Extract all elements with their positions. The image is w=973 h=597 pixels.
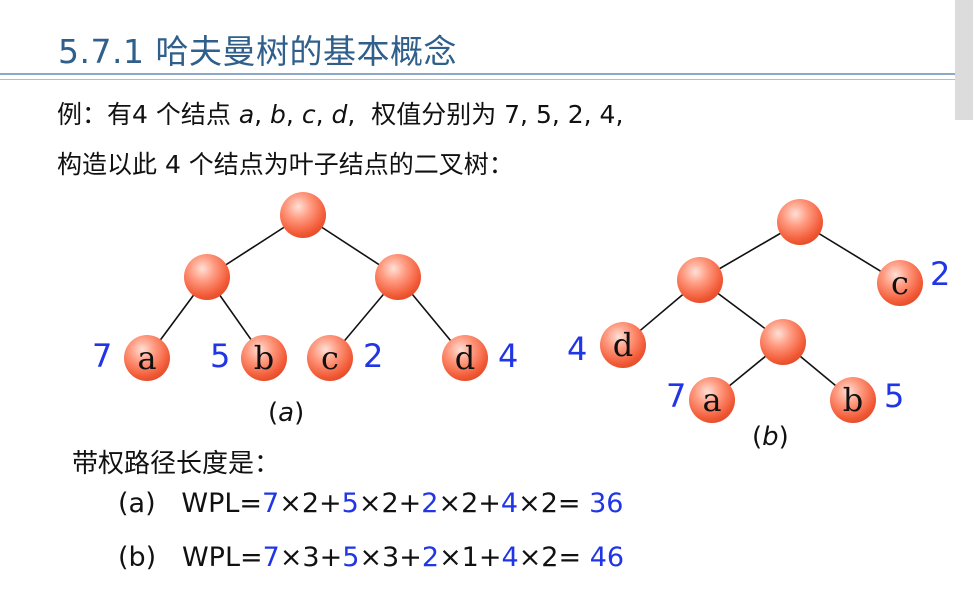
slide-title: 5.7.1 哈夫曼树的基本概念 <box>58 32 457 71</box>
internal-node <box>677 257 723 303</box>
leaf-node-c: c <box>877 260 923 306</box>
tree-a-caption: (a) <box>268 398 305 428</box>
internal-node <box>184 254 230 300</box>
leaf-node-d: d <box>600 322 646 368</box>
weight-label: 2 <box>363 337 384 375</box>
leaf-node-c: c <box>307 335 353 381</box>
wpl-heading: 带权路径长度是： <box>72 449 281 479</box>
leaf-node-b: b <box>241 335 287 381</box>
root-node <box>280 192 326 238</box>
formula-label: (b) <box>118 542 157 573</box>
leaf-node-d: d <box>442 335 488 381</box>
weight-label: 7 <box>666 377 687 415</box>
leaf-node-a: a <box>124 335 170 381</box>
intro-prefix: 例：有4 个结点 <box>57 100 239 129</box>
separator: , <box>315 100 332 129</box>
intro-suffix: , 权值分别为 7, 5, 2, 4, <box>347 100 624 129</box>
intro-line-1: 例：有4 个结点 a, b, c, d, 权值分别为 7, 5, 2, 4, <box>57 95 623 131</box>
internal-node <box>760 319 806 365</box>
formula-label: (a) <box>118 488 156 519</box>
weight-label: 4 <box>567 330 588 368</box>
weight-label: 2 <box>930 255 951 293</box>
weight-label: 4 <box>498 337 519 375</box>
weight-label: 5 <box>884 377 905 415</box>
weight-label: 7 <box>92 337 113 375</box>
title-underline-thin <box>0 79 955 80</box>
tree-b-caption: (b) <box>752 422 789 452</box>
wpl-formula-b: (b) WPL=7×3+5×3+2×1+4×2= 46 <box>118 542 625 573</box>
intro-line-2: 构造以此 4 个结点为叶子结点的二叉树： <box>57 150 514 179</box>
title-underline <box>0 73 955 75</box>
node-name-d: d <box>331 100 348 129</box>
node-name-b: b <box>270 100 286 129</box>
node-name-a: a <box>238 100 255 129</box>
wpl-formula-a: (a) WPL=7×2+5×2+2×2+4×2= 36 <box>118 488 624 519</box>
weight-label: 5 <box>210 337 231 375</box>
root-node <box>777 199 823 245</box>
separator: , <box>285 100 302 129</box>
window-edge <box>955 0 973 120</box>
internal-node <box>375 254 421 300</box>
wpl-result: 46 <box>589 542 625 573</box>
wpl-result: 36 <box>589 488 624 519</box>
separator: , <box>254 100 271 129</box>
leaf-node-b: b <box>830 377 876 423</box>
leaf-node-a: a <box>689 377 735 423</box>
node-name-c: c <box>301 100 316 129</box>
